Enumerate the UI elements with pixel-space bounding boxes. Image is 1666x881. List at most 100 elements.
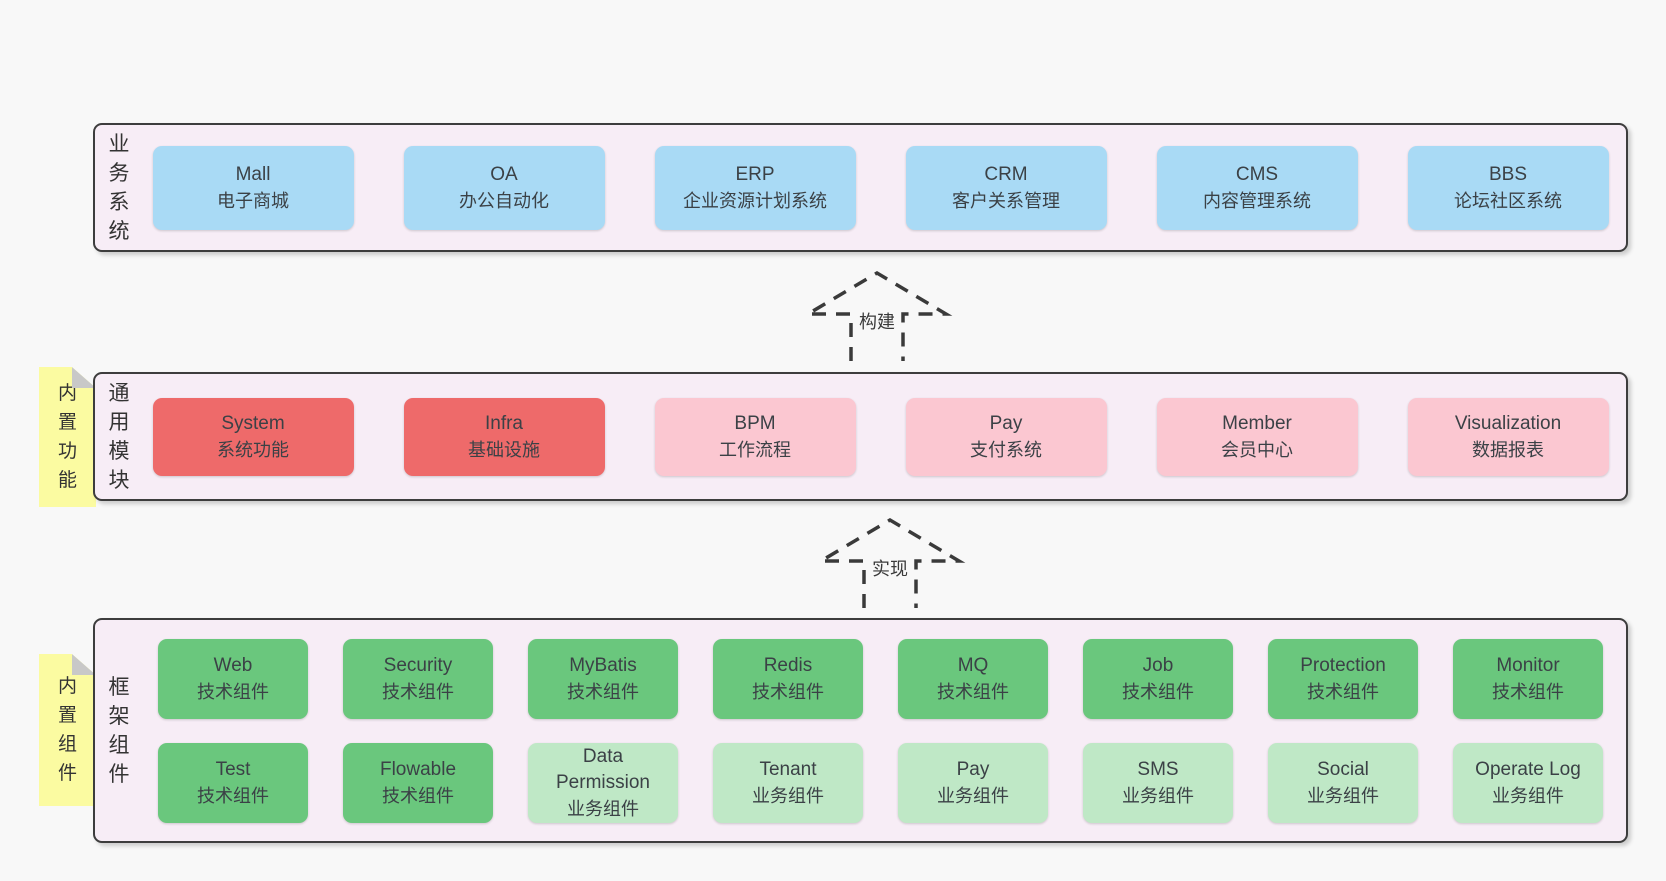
box-title: OA: [490, 163, 518, 185]
box-title: Monitor: [1496, 654, 1560, 676]
box-subtitle: 技术组件: [937, 681, 1009, 702]
box-operate-log: Operate Log 业务组件: [1453, 742, 1603, 823]
box-mybatis: MyBatis 技术组件: [528, 638, 678, 719]
box-subtitle: 数据报表: [1472, 439, 1544, 460]
box-title: Operate Log: [1475, 758, 1581, 780]
box-subtitle: 企业资源计划系统: [683, 190, 827, 211]
box-title: Visualization: [1454, 412, 1562, 434]
box-protection: Protection 技术组件: [1268, 638, 1418, 719]
box-title: Member: [1222, 412, 1292, 434]
box-infra: Infra 基础设施: [403, 397, 605, 476]
box-subtitle: 业务组件: [567, 798, 639, 819]
box-title: BBS: [1488, 163, 1528, 185]
band-label-column: 业务系统: [95, 125, 143, 250]
box-sms: SMS 业务组件: [1083, 742, 1233, 823]
box-mall: Mall 电子商城: [152, 145, 354, 230]
box-title: Flowable: [379, 758, 457, 780]
box-title: MQ: [957, 654, 989, 676]
box-title: Infra: [484, 412, 524, 434]
box-title: Protection: [1300, 654, 1386, 676]
box-flowable: Flowable 技术组件: [343, 742, 493, 823]
box-mq: MQ 技术组件: [898, 638, 1048, 719]
up-arrow-dashed-icon: [801, 270, 953, 361]
box-title: ERP: [735, 163, 775, 185]
box-subtitle: 技术组件: [197, 785, 269, 806]
box-title: SMS: [1137, 758, 1179, 780]
box-row: Test 技术组件 Flowable 技术组件 Data Permission 业务组件 T…: [143, 742, 1618, 823]
band-business-systems: 业务系统 Mall 电子商城 OA 办公自动化 ERP 企业资源计划系统 CRM 客户关系管理…: [93, 123, 1628, 252]
box-title: Mall: [235, 163, 271, 185]
box-subtitle: 办公自动化: [459, 190, 549, 211]
box-system: System 系统功能: [152, 397, 354, 476]
box-title: Redis: [763, 654, 813, 676]
arrow-label: 实现: [870, 557, 910, 581]
box-crm: CRM 客户关系管理: [905, 145, 1107, 230]
box-subtitle: 会员中心: [1221, 439, 1293, 460]
box-title: Test: [215, 758, 251, 780]
sticky-note-builtin-components: 内置组件: [39, 654, 96, 806]
box-subtitle: 技术组件: [567, 681, 639, 702]
box-subtitle: 客户关系管理: [952, 190, 1060, 211]
box-job: Job 技术组件: [1083, 638, 1233, 719]
box-subtitle: 内容管理系统: [1203, 190, 1311, 211]
box-title: CMS: [1235, 163, 1279, 185]
band-label-column: 通用模块: [95, 374, 143, 499]
box-subtitle: 技术组件: [752, 681, 824, 702]
box-subtitle: 业务组件: [1307, 785, 1379, 806]
box-subtitle: 论坛社区系统: [1454, 190, 1562, 211]
box-subtitle: 业务组件: [937, 785, 1009, 806]
box-subtitle: 基础设施: [468, 439, 540, 460]
box-subtitle: 支付系统: [970, 439, 1042, 460]
box-test: Test 技术组件: [158, 742, 308, 823]
box-title: MyBatis: [569, 654, 637, 676]
band-label-vertical: 业务系统: [108, 132, 130, 243]
box-subtitle: 业务组件: [1492, 785, 1564, 806]
sticky-note-builtin-features: 内置功能: [39, 367, 96, 507]
box-web: Web 技术组件: [158, 638, 308, 719]
box-oa: OA 办公自动化: [403, 145, 605, 230]
arrow-build: 构建: [801, 270, 953, 362]
box-subtitle: 电子商城: [217, 190, 289, 211]
band-label-vertical: 框架组件: [108, 675, 130, 786]
box-data-permission: Data Permission 业务组件: [528, 742, 678, 823]
up-arrow-dashed-icon: [814, 517, 966, 608]
box-title: Job: [1142, 654, 1174, 676]
sticky-note-label: 内置功能: [58, 383, 78, 491]
sticky-note-label: 内置组件: [58, 676, 78, 784]
box-erp: ERP 企业资源计划系统: [654, 145, 856, 230]
box-visualization: Visualization 数据报表: [1407, 397, 1609, 476]
band-label-column: 框架组件: [95, 620, 143, 841]
box-row: Mall 电子商城 OA 办公自动化 ERP 企业资源计划系统 CRM 客户关系管理 CMS 内容…: [143, 145, 1618, 230]
box-subtitle: 业务组件: [1122, 785, 1194, 806]
box-title: Data Permission: [556, 745, 650, 793]
box-subtitle: 技术组件: [197, 681, 269, 702]
arrow-implement: 实现: [814, 517, 966, 609]
box-title: Tenant: [759, 758, 817, 780]
box-redis: Redis 技术组件: [713, 638, 863, 719]
box-subtitle: 技术组件: [1307, 681, 1379, 702]
box-bpm: BPM 工作流程: [654, 397, 856, 476]
box-subtitle: 技术组件: [382, 785, 454, 806]
box-title: System: [221, 412, 285, 434]
box-subtitle: 工作流程: [719, 439, 791, 460]
box-title: CRM: [984, 163, 1028, 185]
box-subtitle: 技术组件: [1122, 681, 1194, 702]
box-subtitle: 系统功能: [217, 439, 289, 460]
box-cms: CMS 内容管理系统: [1156, 145, 1358, 230]
box-title: Web: [213, 654, 253, 676]
box-title: BPM: [734, 412, 776, 434]
box-title: Security: [383, 654, 453, 676]
band-boxes-area: Mall 电子商城 OA 办公自动化 ERP 企业资源计划系统 CRM 客户关系管理 CMS 内容…: [143, 125, 1626, 250]
